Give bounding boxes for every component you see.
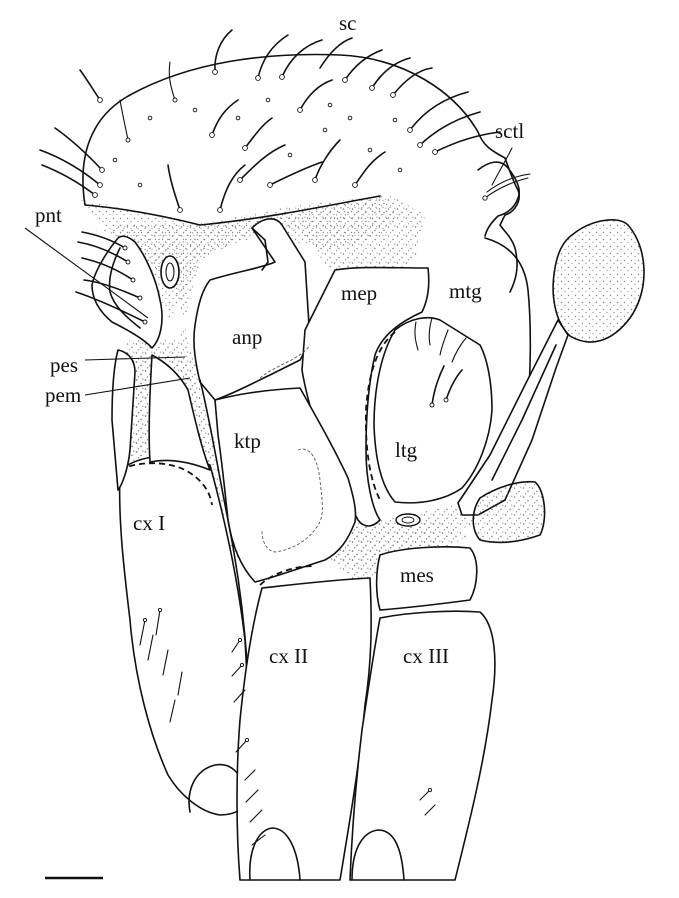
label-mtg: mtg xyxy=(449,279,482,303)
label-sctl: sctl xyxy=(495,119,524,143)
scutum-sockets xyxy=(93,70,488,213)
posterior-spiracle-inner xyxy=(402,517,414,523)
label-pes: pes xyxy=(50,353,78,377)
anterior-spiracle-inner xyxy=(166,263,174,281)
label-pnt: pnt xyxy=(35,203,62,227)
coxa-2 xyxy=(237,578,371,880)
label-cx2: cx II xyxy=(269,644,308,668)
label-ktp: ktp xyxy=(234,429,261,453)
label-mep: mep xyxy=(341,281,377,305)
label-ltg: ltg xyxy=(395,438,418,462)
label-cx3: cx III xyxy=(403,644,449,668)
label-pem: pem xyxy=(45,383,81,407)
laterotergite xyxy=(374,318,492,503)
scutum-setae xyxy=(40,30,530,210)
label-cx1: cx I xyxy=(133,511,165,535)
label-anp: anp xyxy=(232,325,262,349)
haltere-knob xyxy=(553,220,644,342)
label-sc: sc xyxy=(339,11,357,35)
label-mes: mes xyxy=(400,563,434,587)
